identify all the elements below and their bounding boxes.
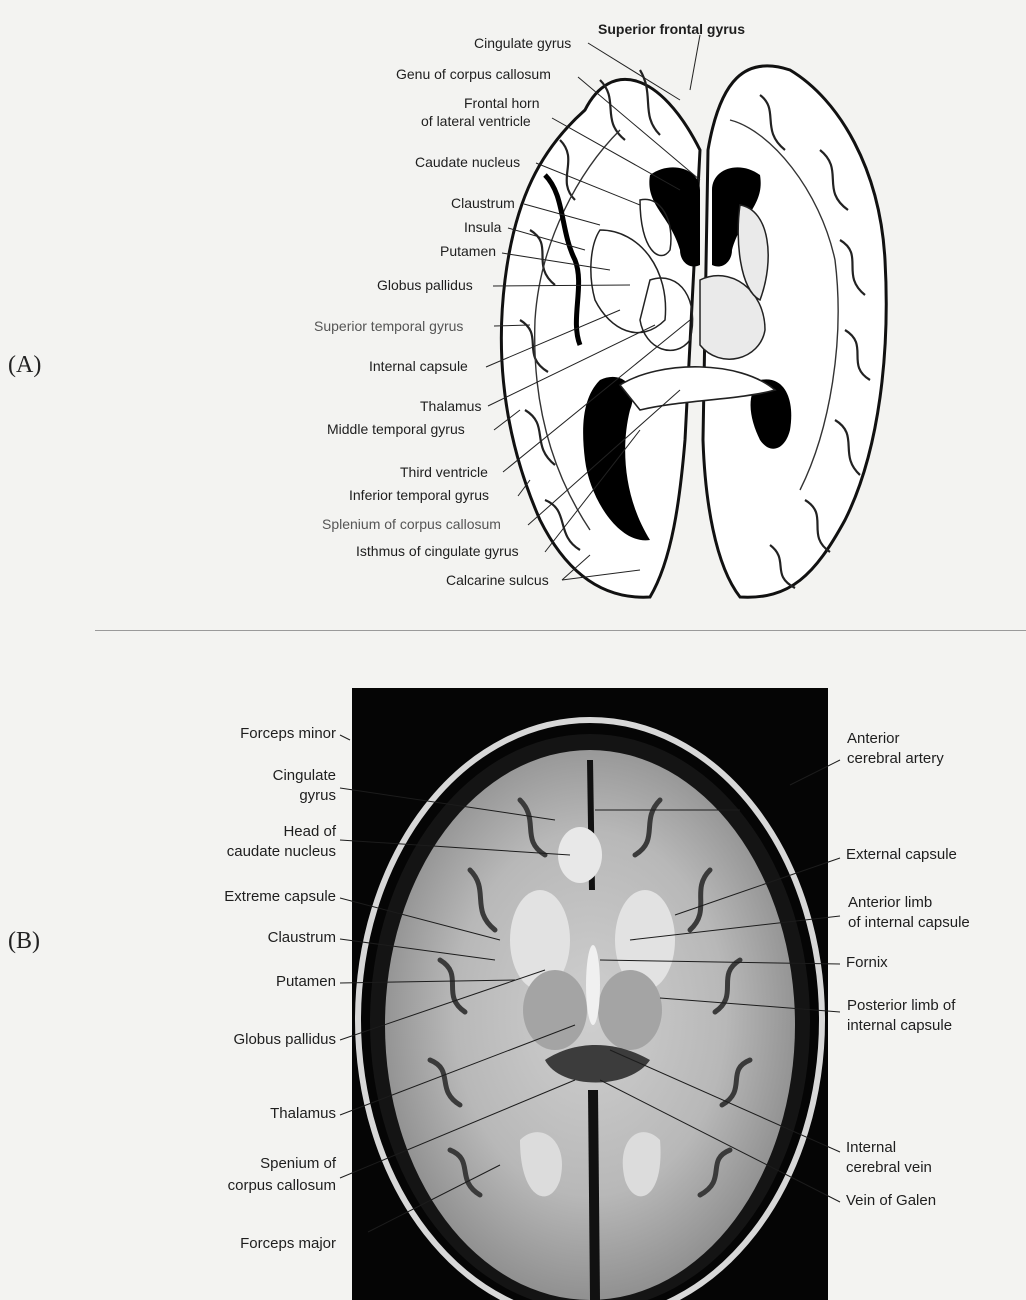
label-internal-cerebral-vein-2: cerebral vein [846,1160,932,1176]
label-cingulate-gyrus-b: Cingulate [273,768,336,784]
label-head-caudate-2: caudate nucleus [227,844,336,860]
label-anterior-cerebral-artery-2: cerebral artery [847,751,944,767]
label-claustrum: Claustrum [451,195,515,211]
panel-b-mri: (B) [0,640,1026,1300]
label-posterior-limb: Posterior limb of [847,998,955,1014]
label-claustrum-b: Claustrum [268,930,336,946]
label-frontal-horn-2: of lateral ventricle [421,113,531,129]
label-putamen: Putamen [440,243,496,259]
label-isthmus: Isthmus of cingulate gyrus [356,543,519,559]
panel-a-drawing: (A) [0,0,1026,630]
label-calcarine-sulcus: Calcarine sulcus [446,572,549,588]
label-internal-capsule: Internal capsule [369,358,468,374]
label-globus-pallidus: Globus pallidus [377,277,473,293]
label-frontal-horn: Frontal horn [464,95,539,111]
label-spenium-2: corpus callosum [228,1178,336,1194]
label-cingulate-gyrus-b-2: gyrus [299,788,336,804]
left-hemisphere-outline [501,79,700,597]
label-putamen-b: Putamen [276,974,336,990]
label-inferior-temporal-gyrus: Inferior temporal gyrus [349,487,489,503]
label-fornix: Fornix [846,955,888,971]
label-insula: Insula [464,219,501,235]
label-superior-temporal-gyrus: Superior temporal gyrus [314,318,463,334]
posterior-fissure [593,1090,595,1300]
label-middle-temporal-gyrus: Middle temporal gyrus [327,421,465,437]
thalamus-mri-left [523,970,587,1050]
label-cingulate-gyrus: Cingulate gyrus [474,35,571,51]
label-internal-cerebral-vein: Internal [846,1140,896,1156]
panel-divider [95,630,1026,631]
label-superior-frontal-gyrus: Superior frontal gyrus [598,21,745,37]
label-forceps-major: Forceps major [240,1236,336,1252]
thalamus-mri-right [598,970,662,1050]
label-spenium: Spenium of [260,1156,336,1172]
label-external-capsule: External capsule [846,847,957,863]
label-anterior-limb: Anterior limb [848,895,932,911]
label-vein-of-galen: Vein of Galen [846,1193,936,1209]
label-splenium: Splenium of corpus callosum [322,516,501,532]
label-forceps-minor: Forceps minor [240,726,336,742]
label-anterior-cerebral-artery: Anterior [847,731,900,747]
third-ventricle-bright [586,945,600,1025]
label-extreme-capsule: Extreme capsule [224,889,336,905]
label-globus-pallidus-b: Globus pallidus [233,1032,336,1048]
label-anterior-limb-2: of internal capsule [848,915,970,931]
label-head-caudate: Head of [283,824,336,840]
label-third-ventricle: Third ventricle [400,464,488,480]
label-thalamus: Thalamus [420,398,481,414]
label-posterior-limb-2: internal capsule [847,1018,952,1034]
label-caudate-nucleus: Caudate nucleus [415,154,520,170]
label-genu-corpus-callosum: Genu of corpus callosum [396,66,551,82]
label-thalamus-b: Thalamus [270,1106,336,1122]
